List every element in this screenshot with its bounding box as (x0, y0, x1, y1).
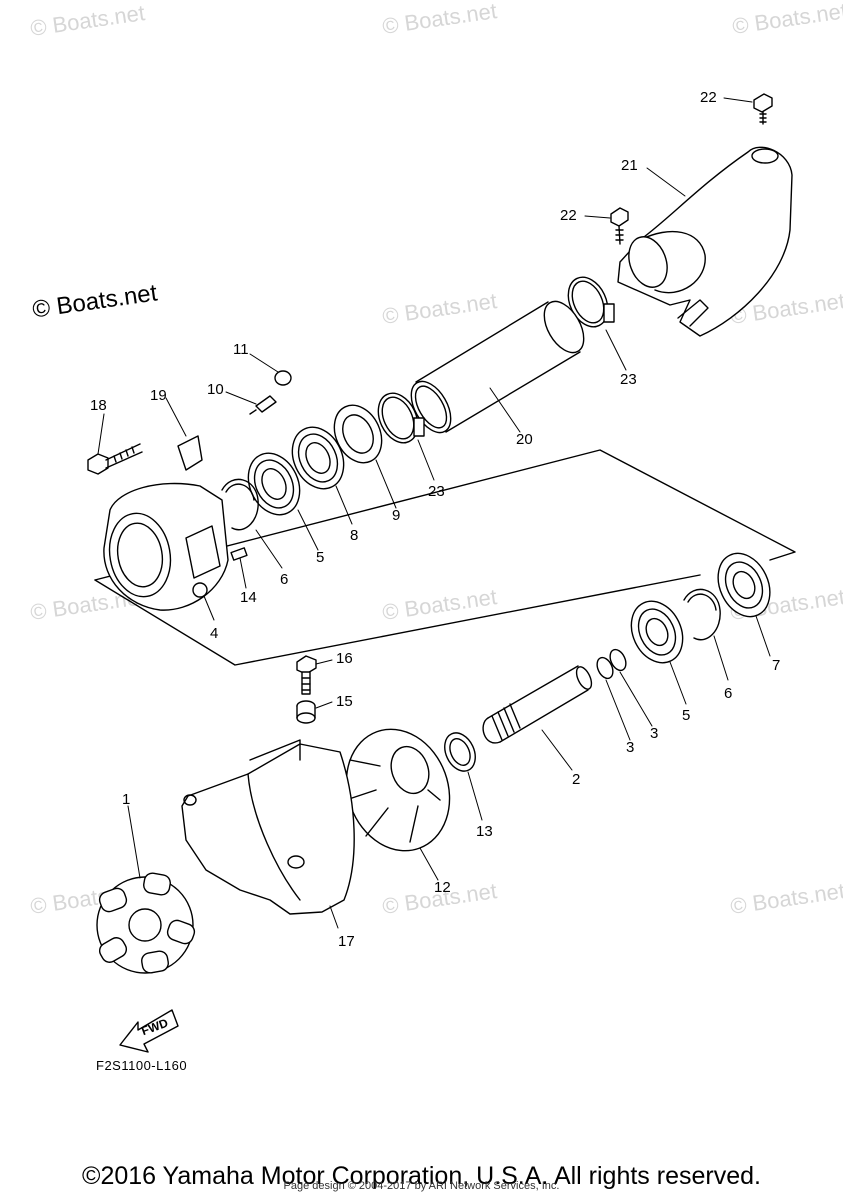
callout-4: 4 (210, 625, 219, 642)
figure-code: F2S1100-L160 (96, 1058, 188, 1073)
callout-3: 3 (650, 725, 659, 742)
callout-1: 1 (122, 791, 131, 808)
assembly-outline (94, 574, 701, 666)
callout-5: 5 (682, 707, 691, 724)
plate-19 (177, 435, 203, 471)
callout-16: 16 (336, 650, 353, 667)
callout-7: 7 (772, 657, 781, 674)
callout-22: 22 (700, 89, 717, 106)
bolt-16 (296, 655, 317, 695)
callout-6: 6 (280, 571, 289, 588)
callout-9: 9 (392, 507, 401, 524)
pump-housing-17 (181, 739, 355, 915)
forward-arrow-icon (119, 1009, 179, 1053)
hose-clamp-23-lower (377, 392, 425, 444)
callout-11: 11 (233, 341, 249, 358)
collar-15 (296, 700, 316, 724)
callout-3: 3 (626, 739, 635, 756)
callout-10: 10 (207, 381, 224, 398)
stator-vane-1 (96, 872, 196, 974)
callout-21: 21 (621, 157, 638, 174)
callout-15: 15 (336, 693, 353, 710)
callout-22: 22 (560, 207, 577, 224)
callout-13: 13 (476, 823, 493, 840)
oil-seal-7 (717, 552, 771, 618)
callout-14: 14 (240, 589, 257, 606)
callout-19: 19 (150, 387, 167, 404)
impeller-shaft-2 (482, 665, 593, 744)
callout-18: 18 (90, 397, 107, 414)
bearing-5-lower (630, 600, 684, 664)
grease-fitting-10 (249, 395, 277, 415)
bolt-22-top (753, 93, 773, 125)
callout-20: 20 (516, 431, 533, 448)
page-design-credit: Page design © 2004-2017 by ARI Network S… (283, 1180, 560, 1192)
bolt-22-mid (610, 207, 629, 245)
copyright-notice: ©2016 Yamaha Motor Corporation, U.S.A. A… (82, 1162, 761, 1190)
callout-23: 23 (428, 483, 445, 500)
ring-13 (444, 732, 476, 772)
jet-nozzle-21 (617, 146, 793, 337)
o-ring-3 (596, 656, 614, 680)
dowel-pin-14 (230, 547, 248, 561)
callout-6: 6 (724, 685, 733, 702)
callout-17: 17 (338, 933, 355, 950)
callout-5: 5 (316, 549, 325, 566)
leader-lines (97, 97, 771, 929)
callout-23: 23 (620, 371, 637, 388)
assembly-outline (94, 449, 796, 581)
circlip-6-lower (683, 588, 721, 641)
o-ring-3 (609, 648, 627, 672)
cap-11 (274, 370, 292, 386)
impeller-12 (345, 728, 451, 852)
callout-12: 12 (434, 879, 451, 896)
callout-2: 2 (572, 771, 581, 788)
callout-8: 8 (350, 527, 359, 544)
bearing-8 (291, 426, 345, 490)
intermediate-housing-4 (103, 482, 229, 611)
jet-hose-20 (410, 300, 585, 434)
circlip-6-upper (221, 478, 259, 531)
bolt-18 (87, 443, 143, 475)
